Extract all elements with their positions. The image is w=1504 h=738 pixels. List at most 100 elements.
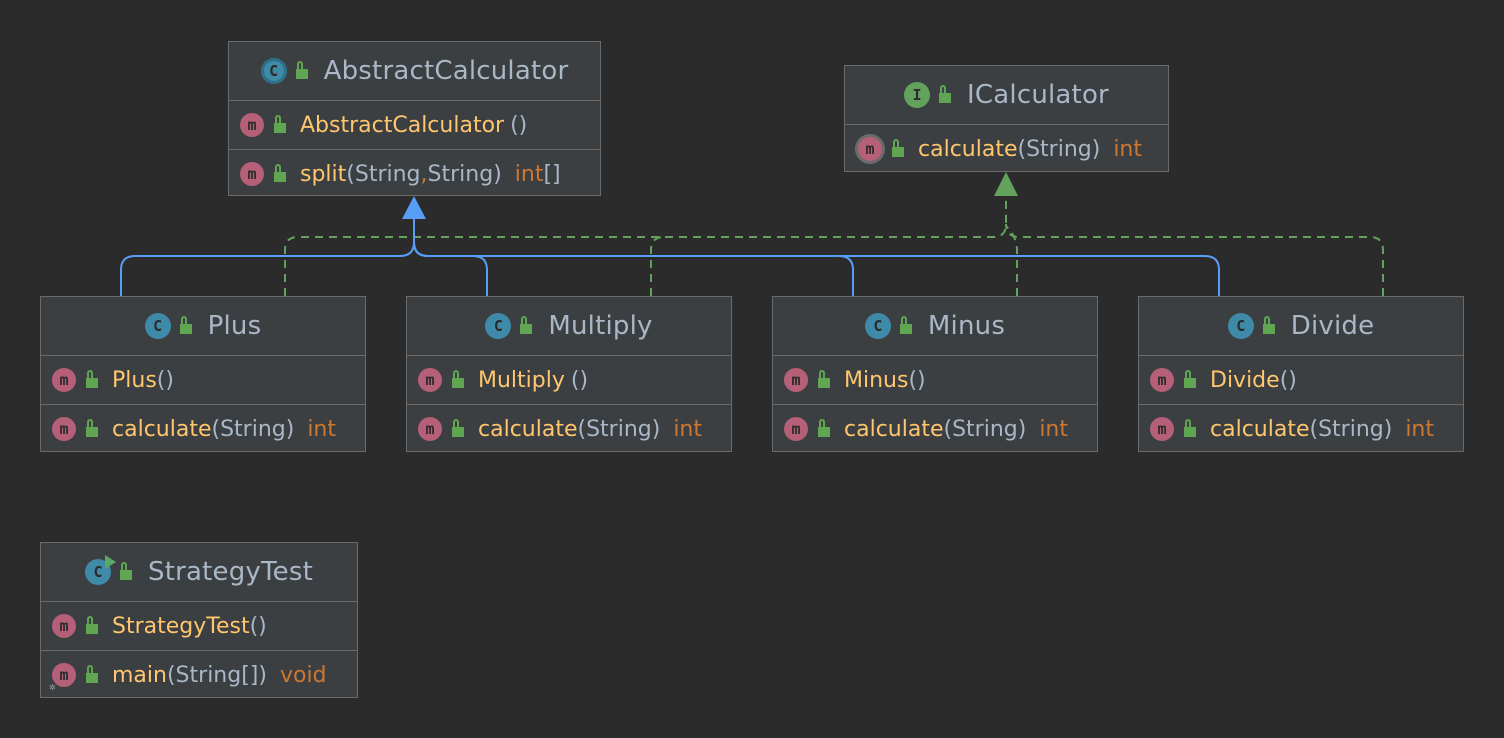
static-method-icon: m ✲ xyxy=(49,663,76,693)
implements-arrowhead xyxy=(994,172,1018,196)
member-return-type: int xyxy=(514,161,544,187)
public-lock-icon xyxy=(119,562,132,580)
member-return-type: int xyxy=(307,416,336,442)
member-return-suffix: [] xyxy=(543,161,561,187)
node-header: C Multiply xyxy=(407,297,731,356)
member-row[interactable]: m ✲ main (String[]) void xyxy=(41,651,357,699)
node-title: Divide xyxy=(1290,311,1375,341)
method-icon: m xyxy=(240,162,264,186)
public-lock-icon xyxy=(274,164,286,182)
edge-divide-implements-icalculator xyxy=(1005,223,1384,296)
node-title: StrategyTest xyxy=(147,557,313,587)
member-name: Multiply xyxy=(478,367,565,393)
member-params: () xyxy=(510,112,528,138)
public-lock-icon xyxy=(86,419,98,437)
method-icon: m xyxy=(240,113,264,137)
member-row[interactable]: m calculate (String) int xyxy=(773,405,1097,453)
member-row[interactable]: m calculate (String) int xyxy=(41,405,365,453)
node-header: C AbstractCalculator xyxy=(229,42,600,101)
member-row[interactable]: m split (String , String) int [] xyxy=(229,150,600,198)
edge-minus-implements-icalculator xyxy=(1005,225,1018,296)
member-name: calculate xyxy=(918,136,1018,162)
member-params: (String) xyxy=(1017,136,1101,162)
member-row[interactable]: m AbstractCalculator () xyxy=(229,101,600,150)
member-return-type: int xyxy=(1113,136,1142,162)
member-name: StrategyTest xyxy=(112,613,250,639)
public-lock-icon xyxy=(295,61,308,79)
node-plus[interactable]: C Plus m Plus () m calculate (String) in… xyxy=(40,296,366,452)
node-title: Multiply xyxy=(548,311,653,341)
member-params: (String) xyxy=(577,416,661,442)
method-icon: m xyxy=(52,368,76,392)
member-row[interactable]: m calculate (String) int xyxy=(845,125,1168,173)
member-name: split xyxy=(300,161,347,187)
member-return-type: int xyxy=(1039,416,1068,442)
node-title: AbstractCalculator xyxy=(323,56,569,86)
runnable-class-icon: C xyxy=(84,555,116,585)
member-row[interactable]: m Divide () xyxy=(1139,356,1463,405)
member-params: () xyxy=(1279,367,1297,393)
method-icon: m xyxy=(52,417,76,441)
public-lock-icon xyxy=(818,419,830,437)
method-icon: m xyxy=(52,614,76,638)
abstract-method-icon: m xyxy=(858,137,882,161)
node-strategy-test[interactable]: C StrategyTest m StrategyTest () m ✲ mai… xyxy=(40,542,358,698)
node-abstract-calculator[interactable]: C AbstractCalculator m AbstractCalculato… xyxy=(228,41,601,196)
node-header: C StrategyTest xyxy=(41,543,357,602)
method-letter: m xyxy=(59,666,69,684)
node-icalculator[interactable]: I ICalculator m calculate (String) int xyxy=(844,65,1169,172)
run-icon xyxy=(104,555,116,569)
node-header: C Plus xyxy=(41,297,365,356)
public-lock-icon xyxy=(520,316,533,334)
node-title: ICalculator xyxy=(967,80,1109,110)
member-name: Minus xyxy=(844,367,909,393)
param-separator: , xyxy=(420,161,428,187)
method-icon: m xyxy=(418,368,442,392)
member-row[interactable]: m calculate (String) int xyxy=(1139,405,1463,453)
abstract-class-icon: C xyxy=(260,58,287,84)
member-name: calculate xyxy=(1210,416,1310,442)
member-row[interactable]: m Multiply () xyxy=(407,356,731,405)
edge-multiply-extends-abstract xyxy=(413,241,488,296)
node-header: C Divide xyxy=(1139,297,1463,356)
edge-multiply-implements-icalculator xyxy=(650,236,665,296)
public-lock-icon xyxy=(1262,316,1275,334)
member-row[interactable]: m calculate (String) int xyxy=(407,405,731,453)
member-params: () xyxy=(249,613,267,639)
member-name: calculate xyxy=(112,416,212,442)
member-name: calculate xyxy=(478,416,578,442)
member-row[interactable]: m Minus () xyxy=(773,356,1097,405)
node-title: Minus xyxy=(927,311,1006,341)
node-title: Plus xyxy=(207,311,262,341)
member-params: (String xyxy=(346,161,421,187)
member-row[interactable]: m Plus () xyxy=(41,356,365,405)
method-icon: m xyxy=(1150,368,1174,392)
public-lock-icon xyxy=(1184,370,1196,388)
member-params: String) xyxy=(427,161,502,187)
member-params: () xyxy=(570,367,589,393)
class-icon: C xyxy=(485,313,512,339)
public-lock-icon xyxy=(179,316,192,334)
member-return-type: int xyxy=(673,416,702,442)
class-icon: C xyxy=(864,313,891,339)
edge-divide-extends-abstract xyxy=(428,255,1220,296)
member-name: calculate xyxy=(844,416,944,442)
static-gear-icon: ✲ xyxy=(49,680,56,693)
node-minus[interactable]: C Minus m Minus () m calculate (String) … xyxy=(772,296,1098,452)
method-icon: m xyxy=(784,417,808,441)
member-params: () xyxy=(156,367,174,393)
member-name: main xyxy=(112,662,167,688)
class-icon: C xyxy=(144,313,171,339)
interface-icon: I xyxy=(904,82,931,108)
node-header: I ICalculator xyxy=(845,66,1168,125)
edge-plus-implements-icalculator xyxy=(284,196,1007,296)
public-lock-icon xyxy=(452,370,464,388)
public-lock-icon xyxy=(818,370,830,388)
method-icon: m xyxy=(418,417,442,441)
node-divide[interactable]: C Divide m Divide () m calculate (String… xyxy=(1138,296,1464,452)
member-params: (String) xyxy=(1309,416,1393,442)
member-row[interactable]: m StrategyTest () xyxy=(41,602,357,651)
node-multiply[interactable]: C Multiply m Multiply () m calculate (St… xyxy=(406,296,732,452)
public-lock-icon xyxy=(892,139,904,157)
